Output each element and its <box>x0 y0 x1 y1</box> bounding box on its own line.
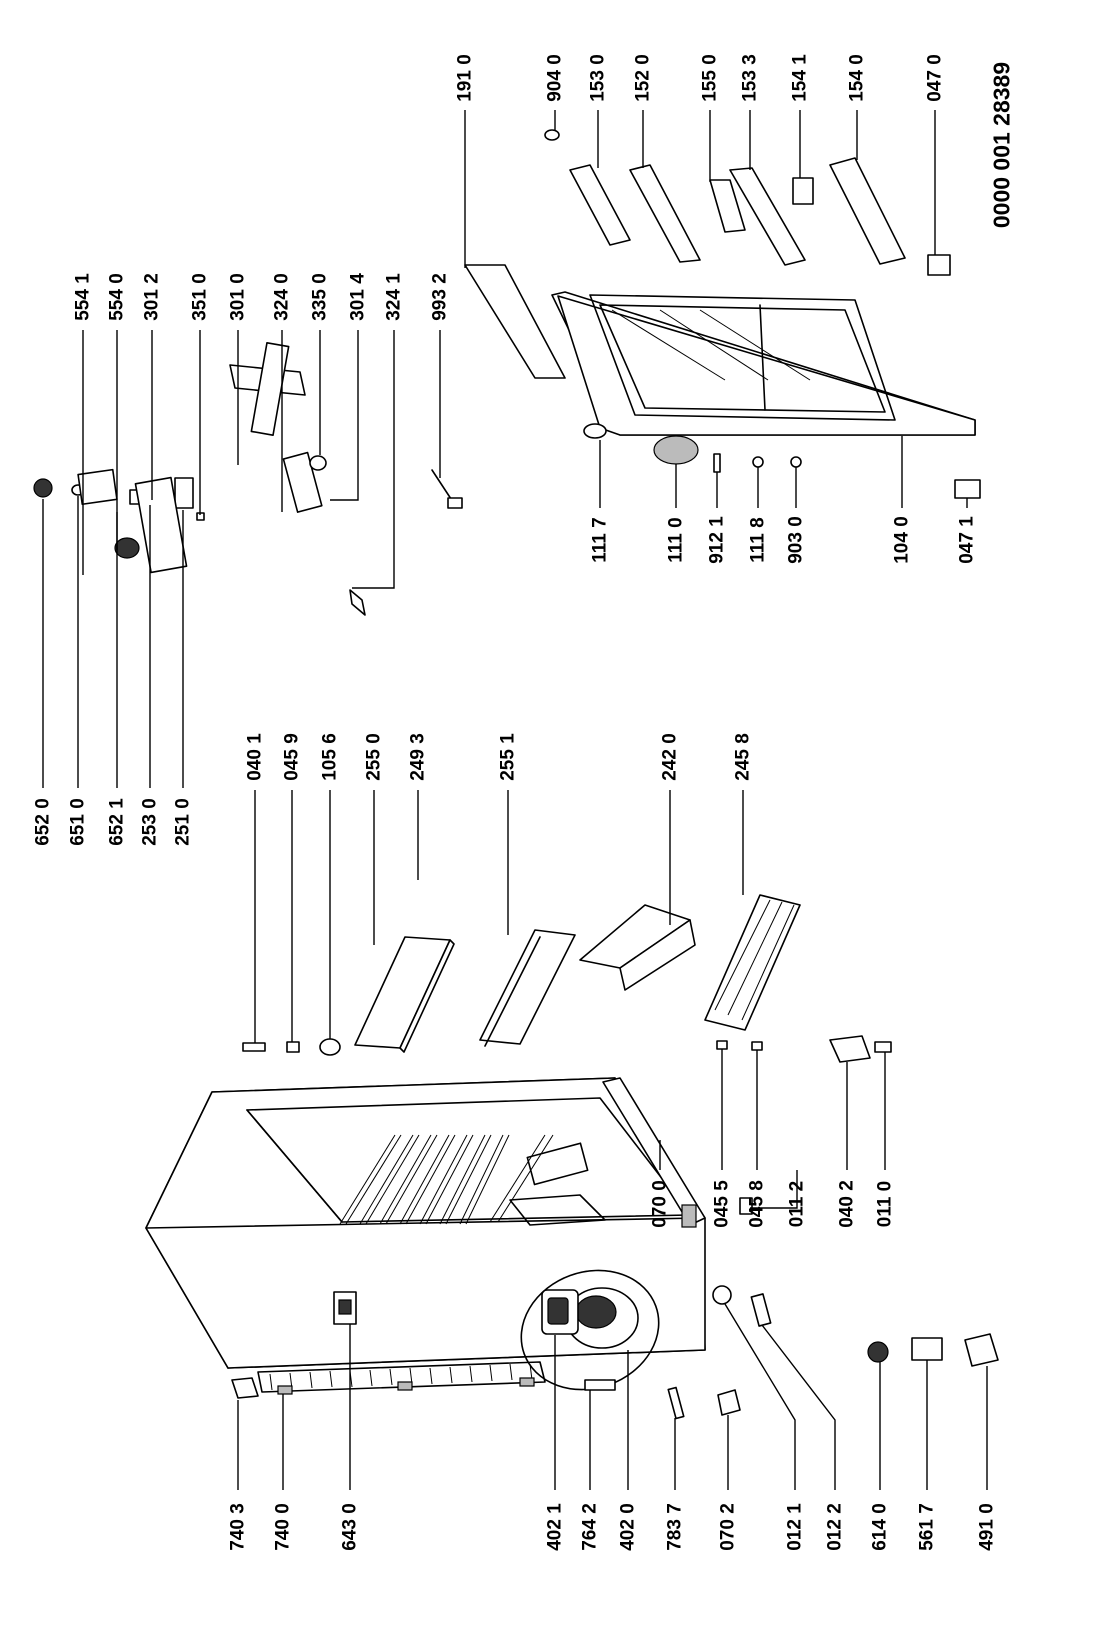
cabinet-drawing <box>145 1077 706 1399</box>
loose-parts-drawing <box>667 1285 999 1420</box>
controls-drawing <box>33 341 463 616</box>
shelves-drawing <box>242 894 892 1215</box>
door-drawing <box>464 129 981 499</box>
leader-lines <box>42 110 988 1490</box>
